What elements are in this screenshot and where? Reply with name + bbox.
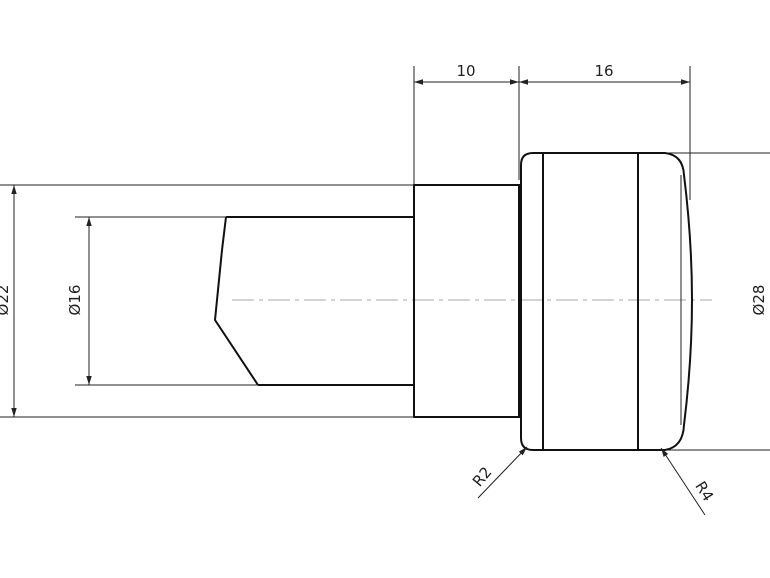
dim-radius-r2: R2 — [469, 463, 496, 490]
part-outline — [214, 152, 693, 451]
hub — [413, 184, 520, 418]
dimension-lines — [11, 79, 706, 516]
dim-outer-diameter: Ø22 — [0, 285, 12, 316]
dim-head-diameter: Ø28 — [750, 285, 768, 316]
extension-lines — [0, 66, 770, 451]
dim-head-length: 16 — [594, 62, 613, 80]
dim-hub-length: 10 — [456, 62, 475, 80]
shaft — [226, 216, 414, 386]
dim-inner-diameter: Ø16 — [66, 285, 84, 316]
head — [520, 152, 693, 451]
break-line — [214, 216, 259, 386]
